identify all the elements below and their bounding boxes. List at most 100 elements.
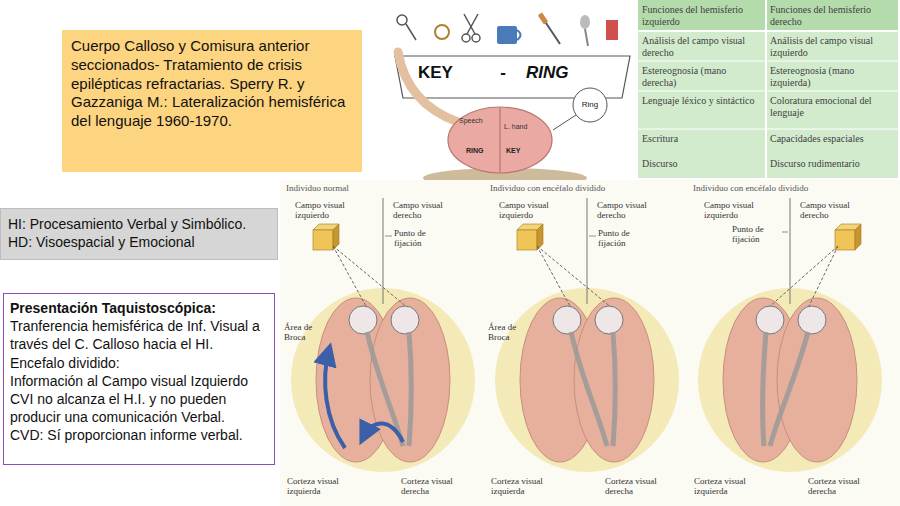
- note-box: Cuerpo Calloso y Comisura anterior secci…: [62, 30, 362, 172]
- leader-line: [782, 232, 788, 233]
- box-text: Tranferencia hemisférica de Inf. Visual …: [10, 317, 268, 353]
- visual-pathway: [763, 332, 766, 446]
- table-cell: Análisis del campo visual derecho: [642, 35, 762, 58]
- bubble-tail: [553, 115, 576, 130]
- head-outline: [495, 288, 679, 472]
- sight-line: [537, 246, 612, 308]
- panel-title: Individuo con encéfalo dividido: [490, 183, 680, 193]
- eye: [595, 306, 623, 334]
- eye: [798, 306, 826, 334]
- sight-line: [333, 246, 367, 308]
- broca-arrow: [325, 350, 345, 448]
- table-cell: Análisis del campo visual izquierdo: [770, 35, 894, 58]
- sight-line: [537, 246, 571, 308]
- cortex-label: Corteza visual izquierda: [694, 476, 758, 497]
- table-cell: Escritura: [642, 133, 762, 145]
- scissors-icon: [462, 34, 470, 42]
- field-label: Campo visual izquierdo: [295, 200, 359, 221]
- table-cell: Discurso: [642, 158, 762, 170]
- table-cell: Estereognosia (mano derecha): [642, 65, 762, 88]
- objects-row: [397, 14, 618, 46]
- screen-dash: -: [497, 63, 509, 83]
- table-cell: Lenguaje léxico y sintáctico: [642, 95, 762, 107]
- panel-title: Individuo con encéfalo dividido: [693, 183, 883, 193]
- fixation-line: [790, 198, 791, 304]
- fixation-label: Punto de fijación: [732, 224, 782, 245]
- table-rule: [638, 129, 898, 130]
- field-label: Campo visual derecho: [597, 200, 661, 221]
- box-text: HI: Procesamiento Verbal y Simbólico.: [8, 215, 270, 233]
- table-header: Funciones del hemisferio izquierdo: [642, 4, 762, 27]
- box-text: CVD: Sí proporcionan informe verbal.: [10, 426, 268, 444]
- method-box: Presentación Taquistoscópica:Tranferenci…: [3, 293, 275, 465]
- screen-word: KEY: [418, 63, 478, 83]
- figure-ground: [280, 180, 900, 506]
- table-rule: [638, 91, 898, 92]
- table-rule: [638, 30, 898, 32]
- head-outline: [698, 288, 882, 472]
- eye: [391, 306, 419, 334]
- arm: [398, 52, 458, 122]
- brain-panel: [698, 198, 882, 472]
- right-hemisphere: [777, 298, 857, 462]
- brain-label: KEY: [506, 147, 530, 155]
- table-header: [638, 0, 898, 31]
- leader-line: [589, 236, 596, 237]
- cortex-label: Corteza visual izquierda: [287, 476, 351, 497]
- area-label: Área de Broca: [284, 322, 322, 343]
- field-label: Campo visual izquierdo: [499, 200, 563, 221]
- brain-panel: [291, 198, 475, 472]
- eye: [756, 306, 784, 334]
- screwdriver-icon: [540, 14, 560, 44]
- key-icon: [406, 24, 416, 40]
- field-label: Campo visual derecho: [393, 200, 457, 221]
- table-cell: Estereognosia (mano izquierda): [770, 65, 894, 88]
- table-ground: [638, 0, 898, 178]
- sight-line: [768, 246, 838, 308]
- visual-pathway: [613, 332, 615, 446]
- field-label: Campo visual izquierdo: [704, 200, 768, 221]
- head-outline: [291, 288, 475, 472]
- brain-midline: [499, 108, 500, 172]
- table-rule: [638, 61, 898, 62]
- spoon-icon: [585, 29, 588, 46]
- object-icon: [606, 20, 618, 40]
- box-heading: Presentación Taquistoscópica:: [10, 299, 268, 317]
- table-cell: Capacidades espaciales: [770, 133, 894, 145]
- cortex-label: Corteza visual derecha: [808, 476, 872, 497]
- cube: [517, 230, 537, 250]
- cup-icon: [517, 30, 521, 40]
- illustration-ground: [385, 6, 635, 178]
- spoon-icon: [580, 15, 590, 29]
- speech-bubble: [573, 88, 607, 122]
- box-text: Cuerpo Calloso y Comisura anterior secci…: [71, 37, 353, 131]
- cube: [855, 224, 861, 250]
- area-label: Área de Broca: [488, 322, 526, 343]
- brain-label: RING: [466, 147, 494, 155]
- table-header: Funciones del hemisferio derecho: [770, 4, 894, 27]
- box-text: HD: Visoespacial y Emocional: [8, 233, 270, 251]
- bubble-text: Ring: [576, 100, 604, 109]
- brain-panel: [495, 198, 679, 472]
- key-icon: [397, 15, 407, 25]
- eye: [553, 306, 581, 334]
- box-text: Encefalo dividido:: [10, 354, 268, 372]
- scissors-icon: [464, 14, 475, 34]
- field-label: Campo visual derecho: [800, 200, 864, 221]
- cortex-label: Corteza visual derecha: [401, 476, 465, 497]
- table-rule: [765, 0, 767, 178]
- brain-top-view: [448, 107, 552, 173]
- screwdriver-icon: [540, 14, 546, 23]
- brain-label: L. hand: [504, 123, 540, 131]
- scissors-icon: [472, 34, 480, 42]
- sight-line: [333, 246, 408, 308]
- panel-title: Individuo normal: [286, 183, 476, 193]
- function-table: [638, 0, 898, 178]
- sight-line: [808, 246, 838, 308]
- visual-pathway: [571, 332, 607, 446]
- eye: [349, 306, 377, 334]
- box-text: Información al Campo visual Izquierdo CV…: [10, 372, 268, 427]
- fixation-label: Punto de fijación: [394, 228, 444, 249]
- cortex-label: Corteza visual izquierda: [491, 476, 555, 497]
